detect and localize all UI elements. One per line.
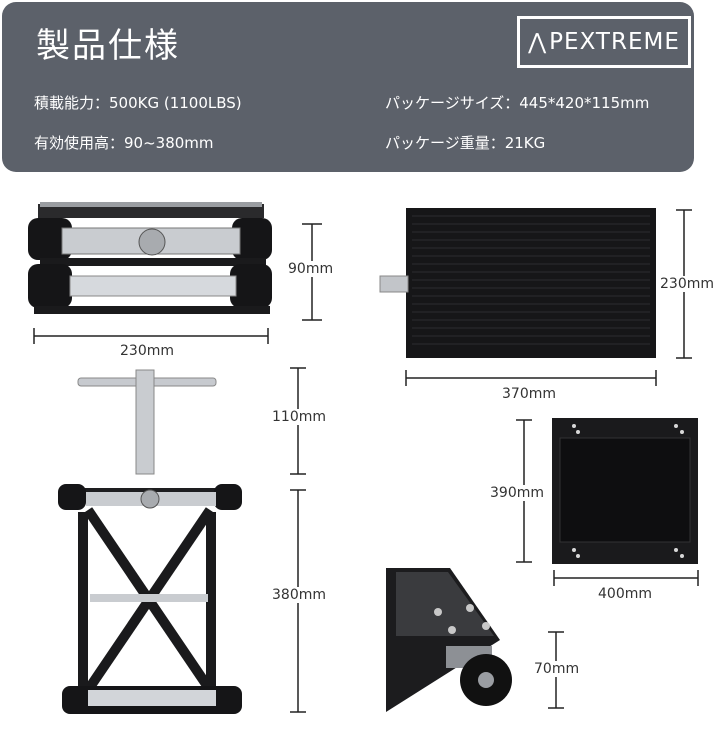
caster-image xyxy=(386,568,512,712)
a-mark-icon: ⋀ xyxy=(528,29,548,55)
spec-panel: 製品仕様 ⋀ PEXTREME xyxy=(2,2,694,172)
spec-package-size: パッケージサイズ：445*420*115mm xyxy=(385,94,650,112)
extended-view-image xyxy=(58,484,242,714)
page-title: 製品仕様 xyxy=(36,26,180,66)
top-view-image xyxy=(379,208,656,358)
dim-top-width: 230mm xyxy=(660,276,714,292)
spec-working-height: 有効使用高：90~380mm xyxy=(34,134,214,152)
front-view-image xyxy=(28,202,272,314)
bottom-view-image xyxy=(552,418,698,564)
brand-text: PEXTREME xyxy=(549,29,680,55)
dim-front-width: 230mm xyxy=(120,343,174,359)
dim-extended-height: 380mm xyxy=(272,587,326,603)
dim-front-height: 90mm xyxy=(288,261,334,277)
dim-top-length: 370mm xyxy=(502,386,556,402)
dim-caster-height: 70mm xyxy=(534,661,580,677)
dim-handle-length: 110mm xyxy=(272,409,326,425)
spec-load-capacity: 積載能力：500KG (1100LBS) xyxy=(34,94,242,112)
dim-base-depth: 390mm xyxy=(490,485,544,501)
handle-image xyxy=(77,369,217,475)
dim-base-width: 400mm xyxy=(598,586,652,602)
spec-package-weight: パッケージ重量：21KG xyxy=(385,134,546,152)
brand-logo: ⋀ PEXTREME xyxy=(517,16,691,68)
